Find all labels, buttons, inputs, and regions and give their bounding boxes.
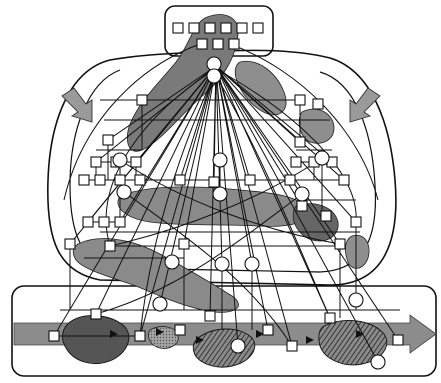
shaded-region-bottom-left (63, 316, 129, 364)
node-square (135, 175, 145, 185)
junction-circle (295, 187, 309, 201)
junction-circle (213, 153, 227, 167)
junction-circle (349, 293, 363, 307)
shaded-region-bottom-small (148, 327, 178, 349)
node-square (295, 95, 305, 105)
node-square (285, 175, 295, 185)
node-square (205, 23, 215, 33)
node-square (213, 39, 223, 49)
node-square (179, 239, 189, 249)
node-square (137, 95, 147, 105)
node-square (99, 217, 109, 227)
node-square (189, 23, 199, 33)
node-square (91, 309, 101, 319)
junction-circle (231, 339, 245, 353)
node-square (321, 211, 331, 221)
shaded-region-far-right (345, 235, 369, 268)
node-square (263, 325, 273, 335)
junction-circle (153, 297, 167, 311)
node-square (253, 23, 263, 33)
junction-circle (215, 257, 229, 271)
node-square (229, 39, 239, 49)
shaded-region-bottom-center (193, 329, 255, 367)
node-square (131, 157, 141, 167)
node-square (175, 325, 185, 335)
node-square (115, 217, 125, 227)
node-square (83, 217, 93, 227)
node-square (79, 175, 89, 185)
right-input-arrow (350, 88, 380, 122)
node-square (205, 311, 215, 321)
node-square (245, 175, 255, 185)
junction-circle (117, 185, 131, 199)
node-square (173, 23, 183, 33)
node-square (221, 23, 231, 33)
node-square (115, 175, 125, 185)
node-square (65, 239, 75, 249)
node-square (291, 157, 301, 167)
node-square (297, 201, 307, 211)
node-square (91, 157, 101, 167)
junction-circle (113, 153, 127, 167)
junction-circle (245, 257, 259, 271)
junction-circle (207, 69, 221, 83)
junction-circle (165, 255, 179, 269)
left-input-arrow (62, 88, 92, 122)
node-square (103, 135, 113, 145)
node-square (295, 137, 305, 147)
node-square (339, 175, 349, 185)
node-square (325, 313, 335, 323)
node-square (175, 175, 185, 185)
node-square (335, 239, 345, 249)
node-square (313, 99, 323, 109)
junction-circle (315, 151, 329, 165)
node-square (49, 331, 59, 341)
junction-circle (371, 355, 385, 369)
node-square (197, 39, 207, 49)
node-square (135, 331, 145, 341)
node-square (105, 241, 115, 251)
node-square (95, 175, 105, 185)
node-square (351, 217, 361, 227)
node-square (209, 177, 219, 187)
node-square (393, 335, 403, 345)
node-square (287, 341, 297, 351)
node-square (237, 23, 247, 33)
junction-circle (213, 187, 227, 201)
